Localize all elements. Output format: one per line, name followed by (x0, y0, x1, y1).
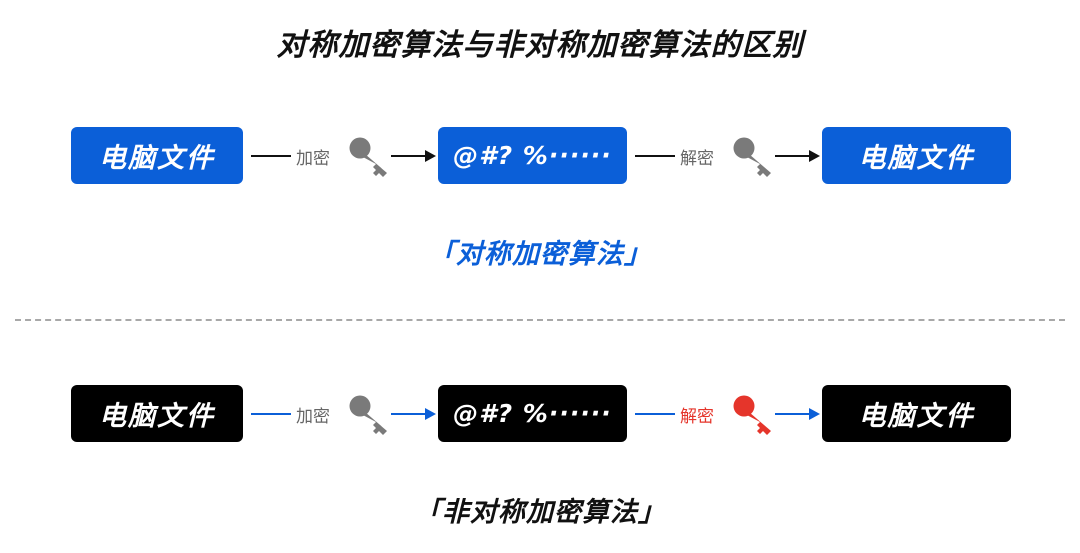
diagram-title: 对称加密算法与非对称加密算法的区别 (276, 28, 804, 63)
connector-line (635, 155, 675, 157)
source-file-box: 电脑文件 (71, 385, 243, 442)
arrowhead (425, 150, 436, 162)
connector-arrow-line (391, 155, 427, 157)
ciphertext-box: @#? %······ (438, 127, 627, 184)
connector-line (251, 155, 291, 157)
arrowhead (809, 150, 820, 162)
red-key-icon (731, 393, 775, 437)
connector-arrow-line (775, 155, 811, 157)
encrypt-label: 加密 (296, 407, 330, 427)
result-file-box: 电脑文件 (822, 127, 1011, 184)
connector-arrow-line (391, 413, 427, 415)
dashed-divider (15, 319, 1065, 321)
arrowhead (809, 408, 820, 420)
arrowhead (425, 408, 436, 420)
result-file-box: 电脑文件 (822, 385, 1011, 442)
symmetric-caption: 「对称加密算法」 (428, 239, 652, 270)
decrypt-label: 解密 (680, 407, 714, 427)
asymmetric-caption: 「非对称加密算法」 (414, 497, 666, 528)
connector-arrow-line (775, 413, 811, 415)
gray-key-icon (731, 135, 775, 179)
connector-line (251, 413, 291, 415)
ciphertext-box: @#? %······ (438, 385, 627, 442)
source-file-box: 电脑文件 (71, 127, 243, 184)
gray-key-icon (347, 135, 391, 179)
connector-line (635, 413, 675, 415)
decrypt-label: 解密 (680, 149, 714, 169)
encrypt-label: 加密 (296, 149, 330, 169)
gray-key-icon (347, 393, 391, 437)
